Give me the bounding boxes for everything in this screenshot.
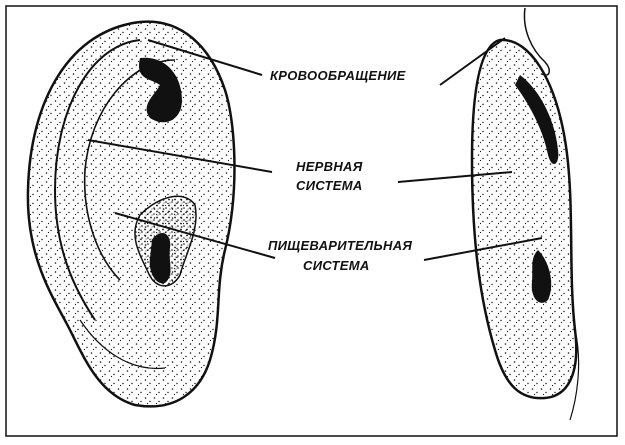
label-digestive-line2: СИСТЕМА — [303, 258, 370, 273]
left-ear-upper-fossa — [139, 57, 182, 123]
pointer-circulation-right — [439, 37, 506, 86]
frame — [5, 5, 618, 437]
pointer-nervous-right — [397, 171, 513, 183]
label-nervous-line1: НЕРВНАЯ — [296, 159, 363, 174]
right-ear-lower-hollow — [531, 250, 552, 303]
label-circulation: КРОВООБРАЩЕНИЕ — [270, 68, 406, 83]
left-ear-outline — [26, 20, 236, 408]
left-ear-antihelix — [83, 59, 176, 281]
right-ear — [470, 7, 580, 421]
pointer-lines — [87, 37, 543, 261]
pointer-digestive-left — [114, 212, 276, 259]
left-ear-helix — [53, 39, 141, 321]
left-ear-lobe-line — [79, 319, 166, 370]
pointer-digestive-right — [423, 237, 543, 261]
label-digestive-line1: ПИЩЕВАРИТЕЛЬНАЯ — [268, 238, 412, 253]
right-ear-head-contour — [523, 7, 550, 76]
label-nervous-line2: СИСТЕМА — [296, 178, 363, 193]
right-ear-dark-ridge — [515, 75, 559, 165]
pointer-nervous-left — [87, 139, 273, 173]
pointer-circulation-left — [147, 39, 263, 76]
right-ear-neck-contour — [569, 329, 580, 421]
left-ear — [26, 20, 236, 408]
left-ear-canal — [149, 233, 171, 284]
